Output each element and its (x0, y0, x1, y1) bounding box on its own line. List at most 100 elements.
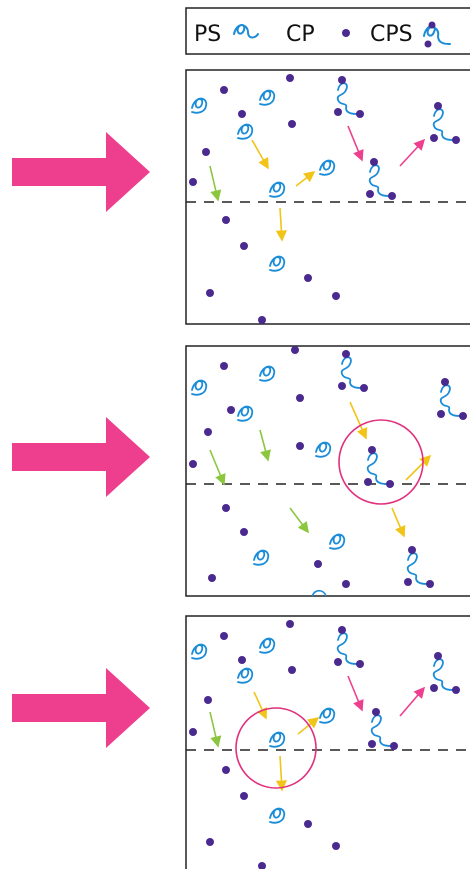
ps-chain-icon (233, 24, 259, 39)
ps-chain (315, 441, 332, 458)
cps-complex (366, 158, 396, 200)
motion-arrow (399, 138, 426, 167)
ps-chain (253, 549, 270, 566)
ps-chain (259, 637, 276, 654)
ps-chain (237, 123, 254, 140)
legend-label-cps: CPS (370, 22, 413, 47)
cp-particle (288, 666, 296, 674)
cp-particle (208, 574, 216, 582)
cp-particle (204, 696, 212, 704)
cp-particle (291, 346, 299, 354)
ps-chain (191, 97, 208, 114)
motion-arrow (295, 171, 316, 187)
cp-particle (304, 274, 312, 282)
cps-complex (334, 626, 364, 668)
legend-label-cp: CP (286, 22, 315, 47)
cp-particle (222, 504, 230, 512)
cps-complex (368, 708, 398, 750)
cp-particle (220, 86, 228, 94)
cp-particle (189, 178, 197, 186)
motion-arrow (349, 401, 368, 440)
cp-dot-icon (342, 29, 350, 37)
cp-particle (238, 656, 246, 664)
ps-chain (237, 405, 254, 422)
cp-particle (288, 120, 296, 128)
cp-particle (286, 620, 294, 628)
motion-arrow (399, 686, 426, 717)
ps-chain (269, 807, 286, 824)
cp-particle (296, 442, 304, 450)
ps-chain (259, 365, 276, 382)
cp-particle (202, 148, 210, 156)
panel-2 (185, 345, 470, 597)
motion-arrow (209, 165, 222, 202)
cp-particle (314, 560, 322, 568)
legend-frame (185, 7, 470, 55)
ps-chain (269, 731, 286, 748)
highlight-circle (338, 419, 424, 505)
cps-complex (430, 102, 460, 144)
ps-chain (319, 707, 336, 724)
motion-arrow (297, 717, 320, 735)
ps-chain (269, 181, 286, 198)
ps-chain (237, 667, 254, 684)
panel-frame (185, 69, 470, 325)
motion-arrow (347, 125, 364, 162)
ps-chain (319, 159, 336, 176)
motion-arrow (347, 675, 364, 712)
cp-particle (240, 792, 248, 800)
ps-chain (259, 89, 276, 106)
cp-particle (240, 528, 248, 536)
cp-particle (258, 316, 266, 324)
cp-particle (204, 428, 212, 436)
panel-frame (185, 345, 470, 597)
cps-complex-icon (423, 21, 451, 48)
cp-particle (220, 362, 228, 370)
ps-chain (269, 255, 286, 272)
cp-particle (222, 766, 230, 774)
big-arrow-3 (12, 668, 150, 748)
cp-particle (332, 842, 340, 850)
cps-complex (334, 76, 364, 118)
motion-arrow (289, 507, 309, 534)
cp-particle (296, 394, 304, 402)
ps-chain (191, 643, 208, 660)
motion-arrow (209, 449, 226, 486)
cp-particle (304, 820, 312, 828)
motion-arrow (275, 755, 288, 792)
cp-particle (206, 289, 214, 297)
motion-arrow (405, 454, 432, 481)
ps-chain (191, 379, 208, 396)
cps-complex (364, 446, 394, 488)
highlight-circle (235, 707, 317, 789)
legend-label-ps: PS (194, 22, 221, 47)
cps-complex (338, 350, 368, 392)
cp-particle (258, 862, 266, 869)
cp-particle (189, 460, 197, 468)
motion-arrow (253, 691, 268, 720)
cp-particle (286, 74, 294, 82)
motion-arrow (275, 207, 287, 242)
cp-particle (220, 632, 228, 640)
legend: PS CP CPS (185, 7, 470, 55)
cp-particle (206, 838, 214, 846)
panel-frame (185, 615, 470, 869)
big-arrow-2 (12, 417, 150, 497)
cp-particle (238, 110, 246, 118)
cps-complex (437, 378, 467, 420)
ps-chain (329, 533, 346, 550)
big-arrow-1 (12, 132, 150, 212)
motion-arrow (391, 507, 406, 538)
cp-particle (189, 728, 197, 736)
motion-arrow (251, 139, 269, 170)
motion-arrow (209, 711, 222, 748)
cps-complex (404, 546, 434, 588)
cp-particle (222, 216, 230, 224)
panel-1 (185, 69, 470, 325)
motion-arrow (259, 429, 271, 462)
cp-particle (332, 292, 340, 300)
cps-complex (430, 652, 460, 694)
cp-particle (240, 242, 248, 250)
cp-particle (227, 406, 235, 414)
